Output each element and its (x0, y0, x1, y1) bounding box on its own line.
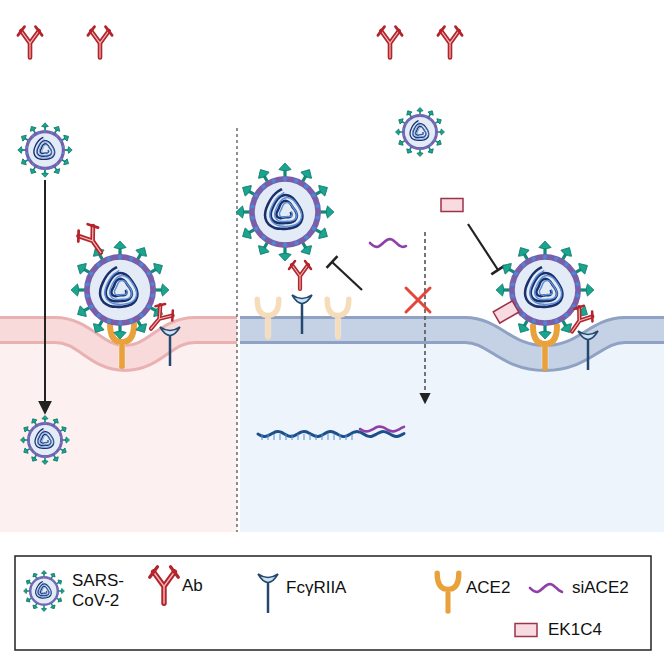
virus-particle (24, 571, 65, 612)
ek1c4-peptide (515, 624, 537, 637)
antibody (289, 261, 311, 289)
sirna-symbol (530, 584, 562, 592)
ace2-receptor (257, 299, 279, 337)
antibody (378, 27, 402, 58)
inhibition-bar (327, 256, 338, 268)
antibody (18, 27, 42, 58)
antibody (563, 302, 597, 338)
legend-frame (15, 556, 651, 650)
ek1c4-peptide (441, 199, 463, 212)
antibody (143, 300, 178, 336)
legend-label: ACE2 (466, 578, 536, 598)
virus-particle (18, 123, 72, 177)
ace2-receptor (327, 299, 349, 337)
cell-membrane (240, 330, 664, 358)
legend-label: Ab (182, 576, 242, 596)
antibody (150, 567, 179, 603)
ek1c4-peptide (493, 301, 519, 323)
ace2-receptor (110, 324, 134, 366)
blocked-entry-arrow (424, 232, 426, 402)
legend-label: FcγRIIA (286, 578, 406, 598)
virus-particle (236, 163, 334, 261)
fc-receptor (292, 295, 312, 334)
virus-particle (396, 108, 445, 157)
divider-line (236, 128, 237, 532)
block-cross (406, 288, 430, 312)
sirna (370, 239, 406, 247)
cell-interior (240, 330, 664, 532)
entry-arrow (44, 180, 46, 412)
ace2-receptor (533, 326, 557, 368)
inhibition-line (332, 262, 362, 290)
cell-interior (0, 330, 237, 532)
legend-label: EK1C4 (548, 620, 638, 640)
virus-particle (21, 416, 70, 465)
antibody (438, 27, 462, 58)
legend-label: siACE2 (572, 578, 648, 598)
antibody (88, 27, 112, 58)
cell-membrane (240, 330, 664, 358)
antibody (73, 220, 110, 259)
fc-receptor (160, 327, 180, 366)
sirna-bound (360, 427, 404, 432)
fc-receptor (258, 574, 278, 613)
mrna-bases (262, 434, 352, 440)
virus-particle (496, 241, 594, 339)
fc-receptor (578, 331, 598, 370)
ace2-receptor (437, 573, 459, 611)
inhibition-line (468, 224, 498, 270)
legend-label: SARS-CoV-2 (72, 571, 130, 610)
